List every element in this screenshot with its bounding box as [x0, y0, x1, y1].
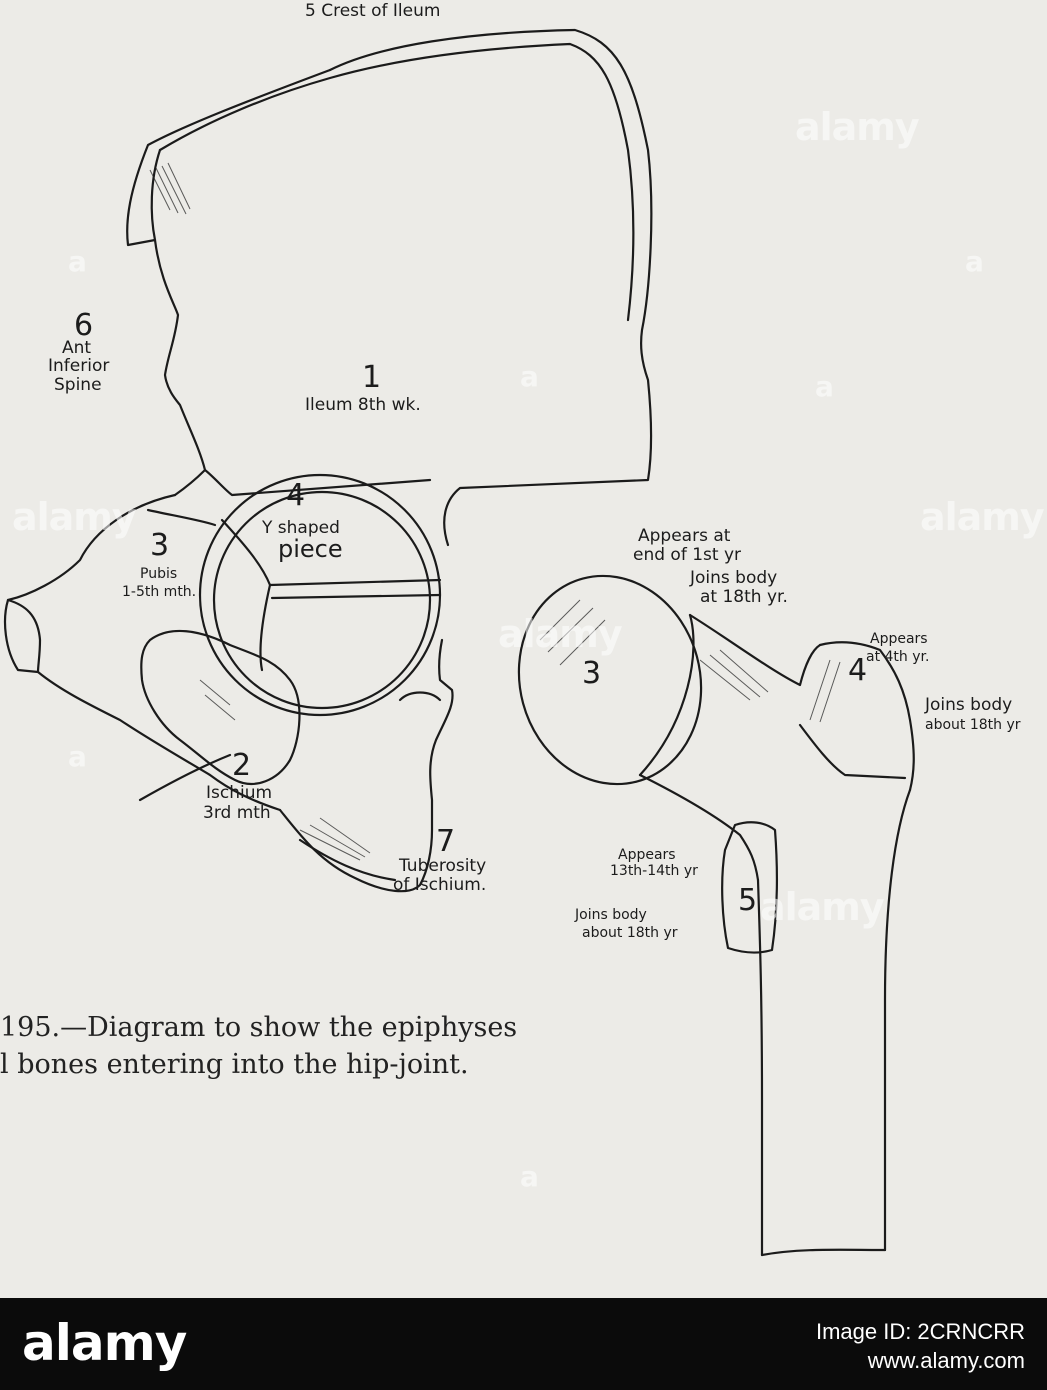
gt-epiphysis-line: [798, 723, 907, 780]
figure-caption-line-1: 195.—Diagram to show the epiphyses: [0, 1012, 518, 1043]
femur-head: [517, 574, 703, 786]
label-greater-trochanter-number: 4: [848, 653, 868, 688]
acetabulum-inner: [212, 490, 432, 710]
obturator-foramen: [140, 629, 301, 785]
pubis-outline: [3, 493, 282, 812]
image-id-block: Image ID: 2CRNCRR www.alamy.com: [816, 1318, 1025, 1375]
hip-bones-drawing: [3, 28, 915, 1257]
label-lt-appears-2: 13th-14th yr: [610, 863, 698, 879]
watermark: alamy: [498, 612, 623, 656]
label-crest-of-ileum: 5 Crest of Ileum: [305, 1, 441, 21]
label-lesser-trochanter-number: 5: [738, 883, 758, 918]
ischium-spine: [398, 691, 442, 702]
watermark-letter: a: [520, 360, 539, 393]
ilium-front-edge: [126, 68, 332, 497]
head-epiphysis-line: [638, 613, 695, 777]
label-tuberosity-2: of Ischium.: [393, 875, 487, 895]
label-ischium-number: 2: [232, 748, 252, 783]
watermark-letter: a: [520, 1160, 539, 1193]
label-lt-joins-2: about 18th yr: [582, 925, 678, 941]
label-ileum-text: Ileum 8th wk.: [305, 395, 421, 415]
label-ileum-number: 1: [362, 360, 382, 395]
ischium-epiphysis: [138, 753, 232, 802]
alamy-logo: alamy: [22, 1314, 187, 1372]
stock-footer-bar: alamy Image ID: 2CRNCRR www.alamy.com: [0, 1298, 1047, 1390]
label-head-appears-1: Appears at: [638, 526, 731, 546]
site-url: www.alamy.com: [867, 1347, 1025, 1373]
label-tuberosity-number: 7: [436, 824, 456, 859]
ilium-front-rim: [150, 148, 162, 242]
label-ant-inferior-spine-2: Inferior: [48, 356, 110, 376]
pubis-symphysis: [6, 598, 42, 674]
label-femur-head-number: 3: [582, 656, 602, 691]
label-lt-appears-1: Appears: [618, 847, 676, 863]
greater-trochanter: [818, 641, 915, 792]
shaft-right: [883, 788, 912, 1252]
diagram-figure: 5 Crest of Ileum 6 Ant Inferior Spine 1 …: [0, 1, 1045, 1257]
watermark: alamy: [12, 495, 137, 539]
ilium-rim: [158, 42, 635, 322]
label-ischium-1: Ischium: [206, 783, 273, 803]
label-gt-joins-1: Joins body: [925, 695, 1013, 715]
label-y-piece-2: piece: [278, 535, 343, 563]
tuberosity-rim: [298, 838, 397, 882]
shaft-left: [756, 878, 764, 1257]
y-cartilage-left: [220, 518, 272, 672]
label-y-piece-number: 4: [286, 478, 306, 513]
ischium-outline: [278, 638, 454, 893]
femur-neck-top: [688, 613, 822, 687]
watermark: alamy: [760, 885, 885, 929]
acetabulum-notch: [203, 468, 432, 497]
label-head-joins-2: at 18th yr.: [700, 587, 788, 607]
label-pubis-number: 3: [150, 528, 170, 563]
watermark: alamy: [795, 105, 920, 149]
watermark: alamy: [920, 495, 1045, 539]
watermark-letter: a: [68, 245, 87, 278]
watermark-letter: a: [815, 370, 834, 403]
watermark-letter: a: [68, 740, 87, 773]
watermark-letter: a: [965, 245, 984, 278]
label-head-appears-2: end of 1st yr: [633, 545, 742, 565]
figure-caption-line-2: l bones entering into the hip-joint.: [0, 1049, 469, 1080]
label-pubis-1: Pubis: [140, 566, 178, 582]
label-gt-appears-2: at 4th yr.: [866, 649, 930, 665]
lesser-trochanter: [721, 821, 779, 954]
label-ant-inferior-spine-3: Spine: [54, 375, 102, 395]
label-gt-appears-1: Appears: [870, 631, 928, 647]
y-cartilage-right: [268, 578, 442, 587]
label-ischium-2: 3rd mth: [203, 803, 271, 823]
label-ant-inferior-spine-number: 6: [74, 308, 94, 343]
image-id: Image ID: 2CRNCRR: [815, 1319, 1025, 1344]
label-ant-inferior-spine-1: Ant: [62, 338, 92, 358]
label-gt-joins-2: about 18th yr: [925, 717, 1021, 733]
y-cartilage-right2: [270, 593, 442, 600]
label-head-joins-1: Joins body: [690, 568, 778, 588]
label-y-piece-1: Y shaped: [262, 518, 340, 538]
pubis-epiphysis-line: [146, 508, 217, 527]
ilium-outline: [328, 28, 653, 547]
label-lt-joins-1: Joins body: [575, 907, 647, 923]
label-tuberosity-1: Tuberosity: [399, 856, 487, 876]
shaft-bottom: [760, 1248, 887, 1257]
label-pubis-2: 1-5th mth.: [122, 584, 197, 600]
femur-neck-bottom: [638, 773, 760, 882]
